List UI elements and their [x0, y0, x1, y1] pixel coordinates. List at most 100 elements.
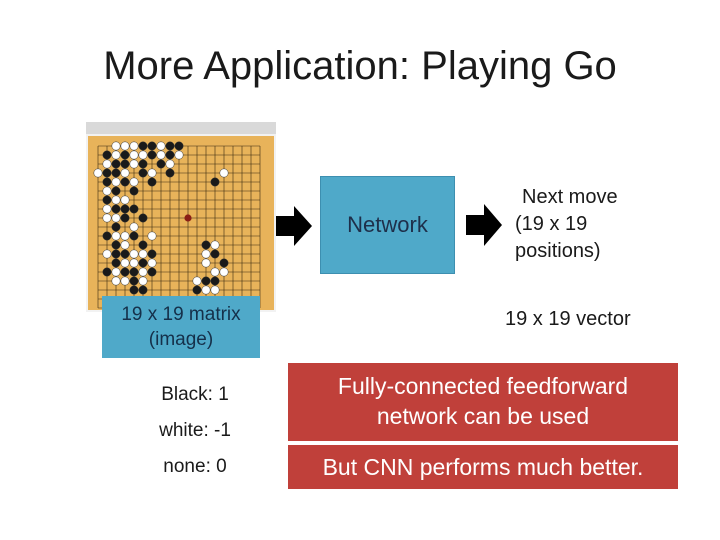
- black-stone: [120, 177, 130, 187]
- black-stone: [138, 240, 148, 250]
- fc-note-box: Fully-connected feedforward network can …: [288, 363, 678, 441]
- black-stone: [210, 249, 220, 259]
- white-stone: [111, 267, 121, 277]
- white-stone: [111, 231, 121, 241]
- white-stone: [210, 285, 220, 295]
- cnn-note-box: But CNN performs much better.: [288, 445, 678, 489]
- white-stone: [129, 222, 139, 232]
- white-stone: [129, 177, 139, 187]
- black-stone: [111, 240, 121, 250]
- white-stone: [129, 141, 139, 151]
- black-stone: [129, 231, 139, 241]
- black-stone: [129, 285, 139, 295]
- white-stone: [219, 168, 229, 178]
- black-stone: [102, 177, 112, 187]
- white-stone: [102, 249, 112, 259]
- black-stone: [138, 213, 148, 223]
- go-board-image: [86, 122, 276, 312]
- black-stone: [111, 204, 121, 214]
- black-stone: [147, 267, 157, 277]
- encoding-none: none: 0: [163, 456, 227, 477]
- black-stone: [120, 159, 130, 169]
- white-stone: [210, 240, 220, 250]
- white-stone: [120, 258, 130, 268]
- white-stone: [129, 249, 139, 259]
- white-stone: [111, 195, 121, 205]
- white-stone: [138, 249, 148, 259]
- network-label: Network: [347, 212, 428, 237]
- fc-note-line: Fully-connected feedforward: [337, 373, 629, 399]
- encoding-white: white: -1: [159, 420, 231, 441]
- white-stone: [165, 159, 175, 169]
- white-stone: [102, 159, 112, 169]
- white-stone: [156, 150, 166, 160]
- white-stone: [147, 231, 157, 241]
- white-stone: [174, 150, 184, 160]
- white-stone: [120, 240, 130, 250]
- black-stone: [111, 258, 121, 268]
- last-move-marker: [184, 214, 192, 222]
- black-stone: [147, 141, 157, 151]
- black-stone: [156, 159, 166, 169]
- slide-title: More Application: Playing Go: [103, 44, 617, 88]
- black-stone: [102, 150, 112, 160]
- black-stone: [165, 141, 175, 151]
- white-stone: [102, 213, 112, 223]
- black-stone: [174, 141, 184, 151]
- white-stone: [138, 267, 148, 277]
- black-stone: [147, 177, 157, 187]
- white-stone: [147, 258, 157, 268]
- white-stone: [120, 231, 130, 241]
- white-stone: [219, 267, 229, 277]
- encoding-black: Black: 1: [161, 384, 229, 405]
- white-stone: [147, 168, 157, 178]
- white-stone: [120, 141, 130, 151]
- black-stone: [201, 240, 211, 250]
- black-stone: [120, 267, 130, 277]
- black-stone: [120, 213, 130, 223]
- output-vector-label: 19 x 19 vector: [505, 308, 631, 330]
- white-stone: [129, 258, 139, 268]
- black-stone: [102, 267, 112, 277]
- black-stone: [129, 267, 139, 277]
- white-stone: [120, 195, 130, 205]
- black-stone: [102, 231, 112, 241]
- output-description: Next move (19 x 19 positions): [515, 184, 645, 265]
- arrow-right-icon: [466, 204, 502, 246]
- black-stone: [147, 150, 157, 160]
- black-stone: [111, 186, 121, 196]
- black-stone: [138, 258, 148, 268]
- black-stone: [138, 141, 148, 151]
- input-line: (image): [148, 329, 214, 350]
- black-stone: [129, 186, 139, 196]
- white-stone: [201, 249, 211, 259]
- black-stone: [111, 249, 121, 259]
- white-stone: [156, 141, 166, 151]
- white-stone: [138, 276, 148, 286]
- black-stone: [138, 285, 148, 295]
- white-stone: [111, 141, 121, 151]
- black-stone: [210, 276, 220, 286]
- white-stone: [102, 204, 112, 214]
- black-stone: [129, 276, 139, 286]
- fc-note-line: network can be used: [376, 403, 590, 429]
- white-stone: [201, 285, 211, 295]
- white-stone: [111, 177, 121, 187]
- white-stone: [201, 258, 211, 268]
- black-stone: [111, 222, 121, 232]
- white-stone: [138, 150, 148, 160]
- white-stone: [210, 267, 220, 277]
- white-stone: [111, 150, 121, 160]
- black-stone: [165, 150, 175, 160]
- output-line: Next move: [522, 186, 618, 208]
- black-stone: [210, 177, 220, 187]
- black-stone: [120, 204, 130, 214]
- white-stone: [93, 168, 103, 178]
- black-stone: [129, 204, 139, 214]
- black-stone: [111, 168, 121, 178]
- white-stone: [192, 276, 202, 286]
- black-stone: [165, 168, 175, 178]
- black-stone: [219, 258, 229, 268]
- white-stone: [102, 186, 112, 196]
- input-matrix-label: 19 x 19 matrix (image): [102, 296, 260, 358]
